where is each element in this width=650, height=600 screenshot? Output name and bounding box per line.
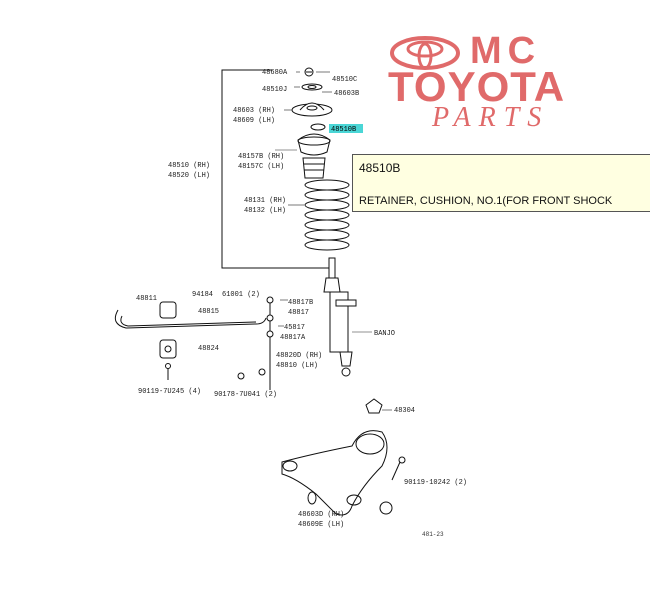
label-48811[interactable]: 48811 [136,295,157,303]
label-90119-7u245[interactable]: 90119-7U245 (4) [138,388,201,396]
stabilizer-bar[interactable] [114,301,267,359]
bushing-48603d[interactable] [307,491,317,505]
label-48817a[interactable]: 48817A [280,334,306,342]
bolt-90119-10242[interactable] [391,456,406,481]
label-48603d-rh[interactable]: 48603D (RH) [298,511,344,519]
label-48157b-rh[interactable]: 48157B (RH) [238,153,284,161]
label-48510j[interactable]: 48510J [262,86,287,94]
label-48304[interactable]: 48304 [394,407,415,415]
ball-joint[interactable] [365,398,383,414]
label-45817[interactable]: 45817 [284,324,305,332]
label-90178-7u041[interactable]: 90178-7U041 (2) [214,391,277,399]
label-48680a[interactable]: 48680A [262,69,288,77]
bump-stopper[interactable] [302,157,326,179]
retainer-cushion-highlight[interactable] [310,123,363,133]
assembly-bracket [221,69,330,269]
label-48131-rh[interactable]: 48131 (RH) [244,197,286,205]
label-48157c-lh[interactable]: 48157C (LH) [238,163,284,171]
label-48609-lh[interactable]: 48609 (LH) [233,117,275,125]
label-48510-rh[interactable]: 48510 (RH) [168,162,210,170]
coil-spring[interactable] [304,179,350,251]
label-48510c[interactable]: 48510C [332,76,357,84]
label-48810-lh[interactable]: 48810 (LH) [276,362,318,370]
label-48609e-lh[interactable]: 48609E (LH) [298,521,344,529]
label-banjo[interactable]: BANJO [374,330,395,338]
leader-lines [275,71,392,411]
label-48603-rh[interactable]: 48603 (RH) [233,107,275,115]
label-48603b[interactable]: 48603B [334,90,359,98]
diagram-ref-code: 481-23 [422,531,444,538]
label-48510b[interactable]: 48510B [331,126,356,134]
bolt-90178[interactable] [237,372,245,380]
upper-washer[interactable] [301,83,323,91]
label-48817[interactable]: 48817 [288,309,309,317]
top-nut[interactable] [304,67,314,77]
stabilizer-link[interactable] [258,296,274,390]
label-94184[interactable]: 94184 [192,291,213,299]
support-mount[interactable] [291,102,333,117]
tooltip-part-code: 48510B [359,161,401,175]
tooltip-description: RETAINER, CUSHION, NO.1(FOR FRONT SHOCK [359,195,613,207]
logo-parts-text: PARTS [432,102,550,133]
lower-control-arm[interactable] [281,430,393,516]
part-tooltip: 48510B RETAINER, CUSHION, NO.1(FOR FRONT… [352,154,650,212]
part-labels: 48680A 48510C 48510J 48603B 48603 (RH) 4… [136,69,467,529]
label-61001[interactable]: 61001 (2) [222,291,260,299]
label-48824[interactable]: 48824 [198,345,219,353]
logo-toyota-text: TOYOTA [388,63,566,110]
label-48817b[interactable]: 48817B [288,299,313,307]
bolt-90119-7u245[interactable] [165,363,171,381]
label-48520-lh[interactable]: 48520 (LH) [168,172,210,180]
logo-mc-text: MC [470,30,542,72]
label-48132-lh[interactable]: 48132 (LH) [244,207,286,215]
shock-absorber[interactable] [323,257,357,377]
spring-insulator[interactable] [297,133,331,156]
label-90119-10242[interactable]: 90119-10242 (2) [404,479,467,487]
label-48820d-rh[interactable]: 48820D (RH) [276,352,322,360]
toyota-emblem-icon [390,36,460,70]
label-48815[interactable]: 48815 [198,308,219,316]
